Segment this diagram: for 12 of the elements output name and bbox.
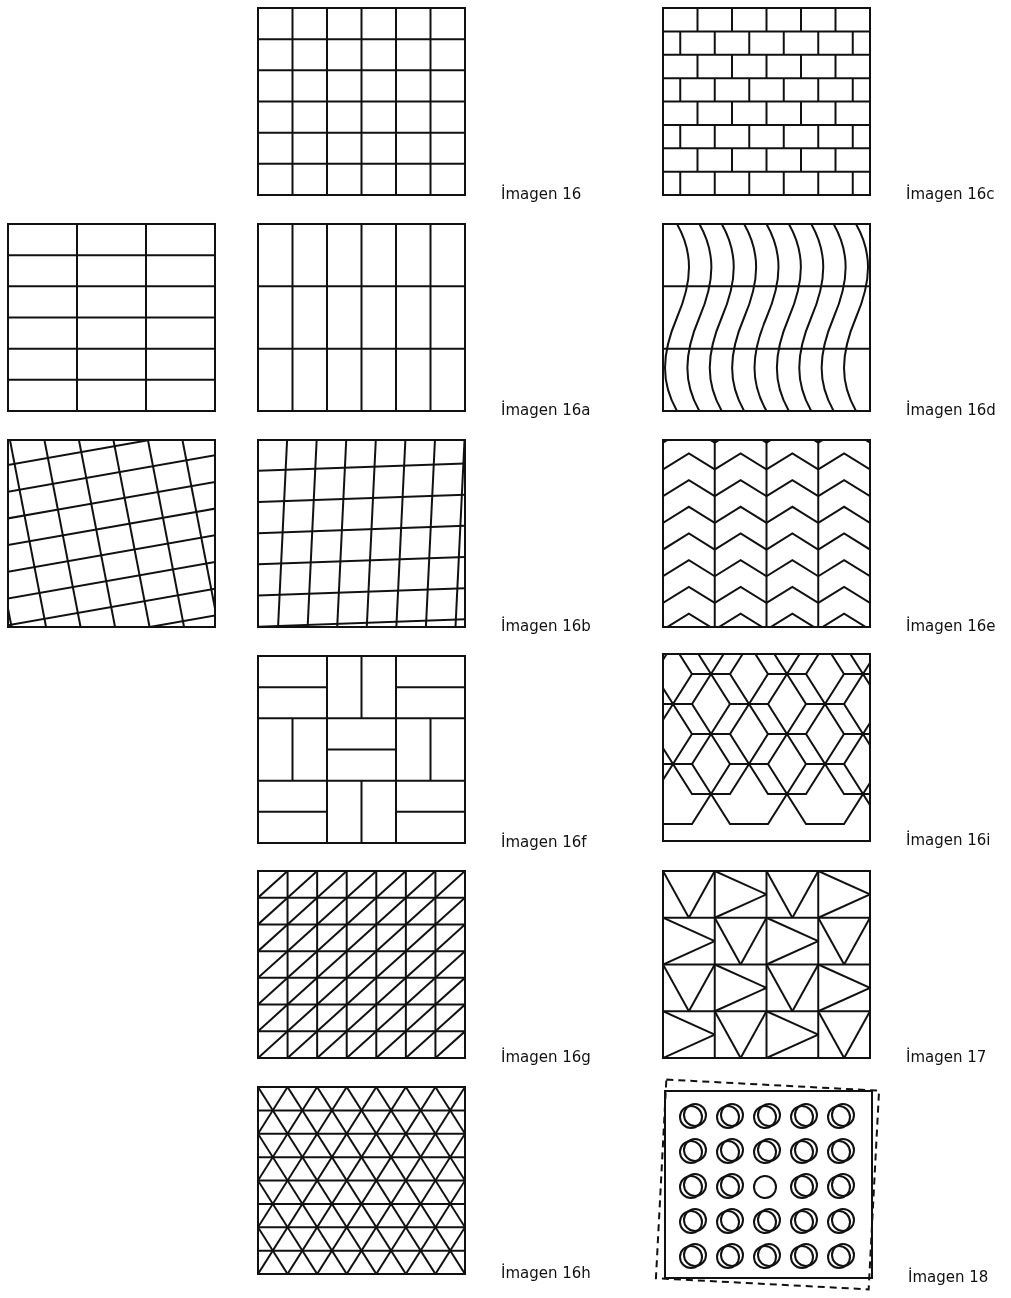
figure-caption: İmagen 16c	[906, 185, 995, 203]
figure-caption: İmagen 16g	[501, 1048, 591, 1066]
figure-caption: İmagen 16h	[501, 1264, 591, 1282]
figure-caption: İmagen 17	[906, 1048, 987, 1066]
figure-caption: İmagen 16i	[906, 831, 991, 849]
figure-caption: İmagen 16f	[501, 833, 587, 851]
figure-caption: İmagen 16e	[906, 617, 996, 635]
figure-caption: İmagen 16d	[906, 401, 996, 419]
figure-caption: İmagen 16b	[501, 617, 591, 635]
figure-caption: İmagen 16	[501, 185, 582, 203]
figure-caption: İmagen 16a	[501, 401, 591, 419]
figure-caption: İmagen 18	[908, 1268, 989, 1286]
